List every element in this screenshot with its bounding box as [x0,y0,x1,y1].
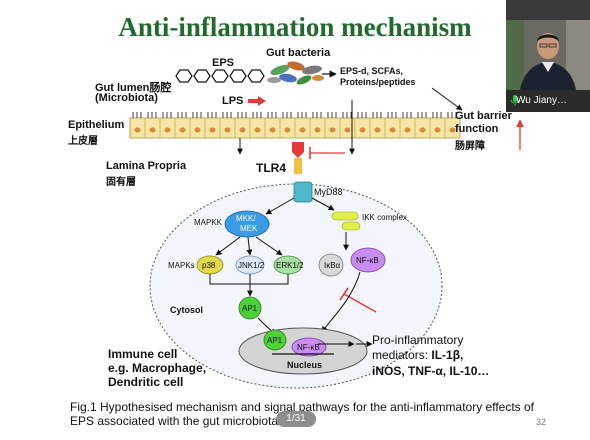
gut-barrier-label-2: function [455,123,499,135]
page-indicator[interactable]: 1/31 [276,411,316,427]
immune-cell-label-1: Immune cell [108,347,178,361]
tlr4-receptor-icon [292,142,304,174]
participant-name: Wu Jiany… [516,95,567,106]
myd88-label: MyD88 [314,187,343,197]
myd88-box [293,181,313,203]
ikk-complex-icon [331,211,361,231]
mkk-label-2: MEK [240,224,258,233]
nucleus-label: Nucleus [287,360,323,370]
ikba-node [318,253,344,277]
jnk-label: JNK1/2 [238,261,265,270]
eps-label: EPS [212,57,235,69]
nucleus-nfkb-node [291,337,327,357]
tlr4-label: TLR4 [256,161,286,175]
epithelium-label-1: Epithelium [68,119,125,131]
gut-lumen-label-2: (Microbiota) [95,92,158,104]
lps-arrow-icon [248,96,266,106]
ap1-node [238,296,262,320]
nucleus-ap1-label: AP1 [267,336,283,345]
erk-label: ERK1/2 [276,261,304,270]
ikba-label: IκBα [324,261,341,270]
nucleus-nfkb-label: NF-κB [297,343,320,352]
eps-chain-icon [175,69,265,83]
proinflammatory-label-3: iNOS, TNF-α, IL-10… [372,364,490,378]
immune-cell-label-2: e.g. Macrophage, [108,361,207,375]
gut-bacteria-label: Gut bacteria [266,47,331,59]
mapkk-label: MAPKK [194,218,223,227]
gut-barrier-label-1: Gut barrier [455,110,512,122]
lamina-propria-label-1: Lamina Propria [106,160,187,172]
ap1-label: AP1 [242,304,258,313]
gut-lumen-label-1: Gut lumen肠腔 [95,82,172,94]
epithelium-layer [129,112,461,139]
ikk-label: IKK complex [362,213,407,222]
gut-barrier-label-3: 肠屏障 [455,141,485,152]
nucleus-ap1-node [263,329,287,351]
metabolites-label-1: EPS-d, SCFAs, [340,66,404,76]
microphone-icon[interactable] [510,95,520,107]
gut-bacteria-icon [267,61,324,85]
immune-cell-label-3: Dendritic cell [108,375,184,389]
participant-video [506,0,590,112]
mkk-label-1: MKK/ [236,214,256,223]
lamina-propria-label-2: 固有層 [106,177,136,188]
nfkb-node [350,247,386,273]
mkk-node [224,210,270,238]
participant-video-tile[interactable] [506,0,590,112]
mapks-label: MAPKs [168,261,195,270]
slide-number: 32 [536,417,547,427]
slide-title: Anti-inflammation mechanism [118,12,472,42]
nfkb-label: NF-κB [356,256,379,265]
p38-label: p38 [202,261,216,270]
epithelium-label-2: 上皮層 [68,136,98,147]
figure-caption: Fig.1 Hypothesised mechanism and signal … [70,400,535,428]
metabolites-label-2: Proteins/peptides [340,77,416,87]
proinflammatory-label-2: mediators: IL-1β, [372,348,464,362]
proinflammatory-label-1: Pro-inflammatory [372,333,464,347]
cytosol-label: Cytosol [170,305,204,315]
lps-label: LPS [222,95,244,107]
